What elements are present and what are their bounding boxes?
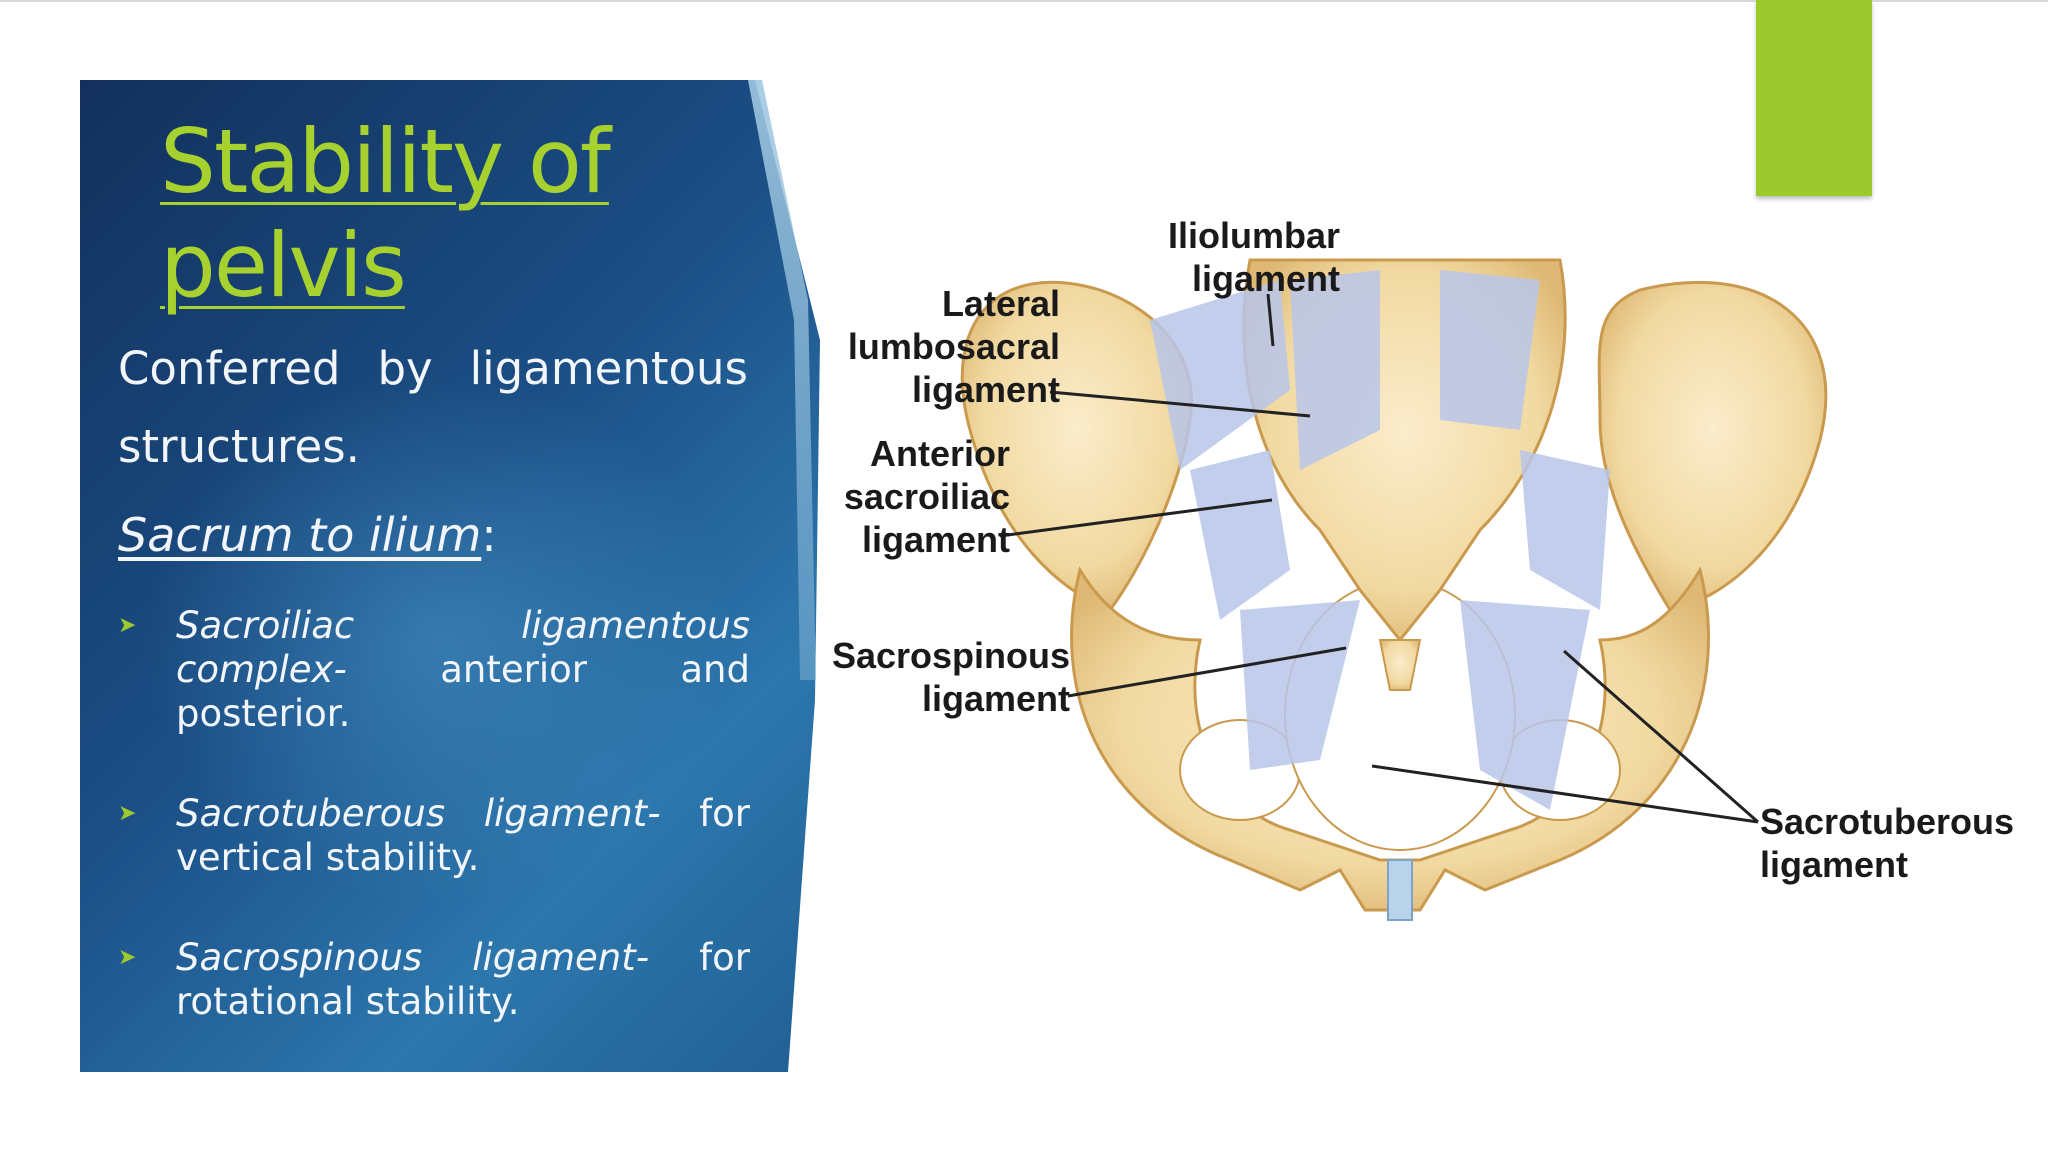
bullet-lead: Sacrospinous ligament- — [176, 936, 650, 979]
bullet-rest: for rotational stability. — [176, 936, 750, 1023]
title-line-1: Stability of — [160, 110, 611, 213]
label-line: ligament — [861, 519, 1010, 560]
label-line: Anterior — [869, 433, 1010, 474]
bullet-rest: for vertical stability. — [176, 792, 750, 879]
arrow-bullet-icon: ➤ — [118, 801, 137, 826]
title-line-2: pelvis — [160, 214, 407, 317]
label-line: Sacrospinous — [831, 635, 1070, 676]
arrow-bullet-icon: ➤ — [118, 613, 137, 638]
pelvic-ring — [1070, 566, 1710, 912]
leader-iliolumbar — [1266, 293, 1275, 347]
leader-anterior-sacroiliac — [999, 498, 1273, 538]
label-lateral-lumbosacral: Lateral lumbosacral ligament — [810, 282, 1060, 411]
label-sacrospinous: Sacrospinous ligament — [810, 634, 1070, 720]
bullet-item: ➤ Sacrospinous ligament- for rotational … — [118, 936, 750, 1024]
text-panel-background — [80, 80, 820, 1072]
anterior-sacroiliac-band — [1190, 450, 1290, 620]
bullet-rest: anterior and posterior. — [176, 648, 750, 735]
arrow-bullet-icon: ➤ — [118, 945, 137, 970]
leader-sacrotuberous-1 — [1563, 649, 1759, 824]
bullet-item: ➤ Sacroiliac ligamentous complex- anteri… — [118, 604, 750, 736]
sub-heading: Sacrum to ilium: — [118, 508, 497, 562]
bullet-list: ➤ Sacroiliac ligamentous complex- anteri… — [118, 604, 750, 1080]
label-line: lumbosacral — [847, 326, 1060, 367]
intro-text: Conferred by ligamentous structures. — [118, 342, 748, 473]
pelvis-illustration — [960, 258, 1828, 921]
label-anterior-sacroiliac: Anterior sacroiliac ligament — [800, 432, 1010, 561]
label-line: ligament — [921, 678, 1070, 719]
lumbosacral-ligament-band — [1290, 270, 1380, 470]
leader-lateral-lumbosacral — [1049, 390, 1311, 418]
iliolumbar-ligament-band — [1150, 280, 1290, 470]
label-line: sacroiliac — [843, 476, 1010, 517]
leader-sacrotuberous-2 — [1371, 764, 1759, 824]
sub-heading-text: Sacrum to ilium — [118, 508, 482, 562]
slide-title: Stability of pelvis — [160, 110, 700, 318]
label-line: Sacrotuberous — [1760, 801, 2015, 842]
label-line: Iliolumbar — [1167, 215, 1340, 256]
pelvis-ligament-diagram: Iliolumbar ligament Lateral lumbosacral … — [820, 170, 2020, 990]
label-sacrotuberous: Sacrotuberous ligament — [1760, 800, 2020, 886]
top-divider — [0, 0, 2048, 2]
sub-heading-colon: : — [481, 508, 497, 562]
label-line: ligament — [1760, 844, 1909, 885]
bullet-lead: Sacroiliac ligamentous complex- — [176, 604, 750, 691]
right-ilium — [1597, 280, 1828, 612]
leader-sacrospinous — [1067, 646, 1347, 698]
label-line: Lateral — [941, 283, 1060, 324]
right-iliolumbar-band — [1440, 270, 1540, 430]
sacrotuberous-band — [1460, 600, 1590, 810]
bullet-lead: Sacrotuberous ligament- — [176, 792, 661, 835]
label-iliolumbar: Iliolumbar ligament — [1120, 214, 1340, 300]
label-line: ligament — [1191, 258, 1340, 299]
sacrospinous-band — [1240, 600, 1360, 770]
green-accent-tab — [1756, 0, 1872, 196]
right-sacroiliac-band — [1520, 450, 1610, 610]
pubic-symphysis — [1387, 859, 1413, 921]
label-line: ligament — [911, 369, 1060, 410]
bullet-item: ➤ Sacrotuberous ligament- for vertical s… — [118, 792, 750, 880]
coccyx — [1378, 639, 1422, 691]
